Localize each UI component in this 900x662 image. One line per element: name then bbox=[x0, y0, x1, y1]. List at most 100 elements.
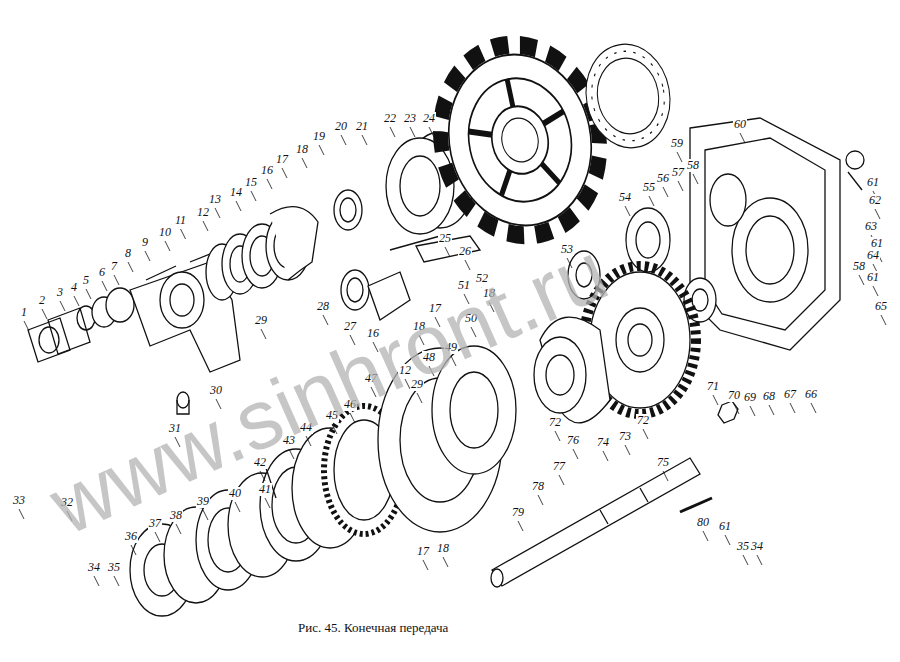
leader-line bbox=[643, 429, 648, 439]
leader-line bbox=[114, 576, 119, 586]
callout-number: 1 bbox=[20, 306, 28, 319]
callout-number: 72 bbox=[636, 414, 650, 427]
callout-number: 60 bbox=[733, 118, 747, 131]
callout-number: 72 bbox=[548, 416, 562, 429]
callout-number: 5 bbox=[82, 274, 90, 287]
leader-line bbox=[649, 196, 654, 206]
leader-line bbox=[74, 296, 79, 306]
leader-line bbox=[790, 403, 795, 413]
callout-number: 67 bbox=[783, 388, 797, 401]
leader-line bbox=[663, 471, 668, 481]
callout-number: 2 bbox=[38, 294, 46, 307]
leader-line bbox=[677, 152, 682, 162]
callout-number: 69 bbox=[743, 391, 757, 404]
leader-line bbox=[443, 557, 448, 567]
leader-line bbox=[873, 286, 878, 296]
callout-number: 14 bbox=[229, 186, 243, 199]
drive-sprocket bbox=[423, 30, 617, 251]
callout-number: 65 bbox=[874, 300, 888, 313]
leader-line bbox=[86, 289, 91, 299]
leader-line bbox=[24, 321, 29, 331]
leader-line bbox=[625, 206, 630, 216]
callout-number: 56 bbox=[656, 172, 670, 185]
leader-line bbox=[260, 471, 265, 481]
callout-number: 6 bbox=[98, 266, 106, 279]
leader-line bbox=[60, 301, 65, 311]
gasket bbox=[578, 38, 678, 155]
leader-line bbox=[734, 404, 739, 414]
callout-number: 24 bbox=[422, 112, 436, 125]
leader-line bbox=[265, 498, 270, 508]
callout-number: 80 bbox=[696, 516, 710, 529]
callout-number: 58 bbox=[686, 159, 700, 172]
callout-number: 61 bbox=[866, 271, 880, 284]
callout-number: 64 bbox=[866, 249, 880, 262]
leader-line bbox=[323, 315, 328, 325]
leader-line bbox=[203, 221, 208, 231]
callout-number: 63 bbox=[864, 220, 878, 233]
leader-line bbox=[429, 127, 434, 137]
callout-number: 57 bbox=[671, 166, 685, 179]
callout-number: 71 bbox=[706, 380, 720, 393]
leader-line bbox=[203, 510, 208, 520]
leader-line bbox=[423, 560, 428, 570]
callout-number: 8 bbox=[124, 247, 132, 260]
callout-number: 25 bbox=[438, 232, 452, 245]
callout-number: 18 bbox=[295, 143, 309, 156]
callout-number: 34 bbox=[87, 561, 101, 574]
callout-number: 10 bbox=[158, 226, 172, 239]
leader-line bbox=[114, 275, 119, 285]
callout-number: 68 bbox=[762, 390, 776, 403]
callout-number: 59 bbox=[670, 137, 684, 150]
leader-line bbox=[236, 201, 241, 211]
leader-line bbox=[176, 524, 181, 534]
callout-number: 35 bbox=[736, 540, 750, 553]
leader-line bbox=[757, 555, 762, 565]
leader-line bbox=[693, 174, 698, 184]
callout-number: 28 bbox=[316, 300, 330, 313]
callout-number: 26 bbox=[458, 245, 472, 258]
callout-number: 73 bbox=[618, 430, 632, 443]
leader-line bbox=[319, 145, 324, 155]
callout-number: 70 bbox=[727, 389, 741, 402]
leader-line bbox=[881, 315, 886, 325]
leader-line bbox=[251, 191, 256, 201]
callout-number: 36 bbox=[124, 530, 138, 543]
callout-number: 22 bbox=[383, 112, 397, 125]
callout-number: 58 bbox=[852, 260, 866, 273]
drive-shaft bbox=[491, 401, 738, 587]
leader-line bbox=[215, 208, 220, 218]
callout-number: 40 bbox=[228, 487, 242, 500]
callout-number: 77 bbox=[552, 460, 566, 473]
leader-line bbox=[128, 262, 133, 272]
callout-number: 75 bbox=[656, 456, 670, 469]
leader-line bbox=[165, 241, 170, 251]
callout-number: 33 bbox=[12, 494, 26, 507]
leader-line bbox=[181, 229, 186, 239]
callout-number: 13 bbox=[208, 193, 222, 206]
leader-line bbox=[769, 405, 774, 415]
callout-number: 18 bbox=[436, 542, 450, 555]
leader-line bbox=[678, 181, 683, 191]
leader-line bbox=[743, 555, 748, 565]
callout-number: 74 bbox=[596, 436, 610, 449]
leader-line bbox=[559, 475, 564, 485]
leader-line bbox=[740, 133, 745, 143]
callout-number: 16 bbox=[260, 164, 274, 177]
callout-number: 54 bbox=[618, 191, 632, 204]
callout-number: 78 bbox=[531, 480, 545, 493]
leader-line bbox=[267, 179, 272, 189]
callout-number: 61 bbox=[866, 176, 880, 189]
leader-line bbox=[42, 309, 47, 319]
leader-line bbox=[94, 576, 99, 586]
callout-number: 11 bbox=[174, 214, 187, 227]
leader-line bbox=[261, 329, 266, 339]
callout-number: 35 bbox=[107, 561, 121, 574]
callout-number: 23 bbox=[403, 112, 417, 125]
leader-line bbox=[465, 260, 470, 270]
callout-number: 17 bbox=[416, 545, 430, 558]
leader-line bbox=[713, 395, 718, 405]
callout-number: 66 bbox=[804, 388, 818, 401]
leader-line bbox=[663, 187, 668, 197]
leader-line bbox=[410, 127, 415, 137]
